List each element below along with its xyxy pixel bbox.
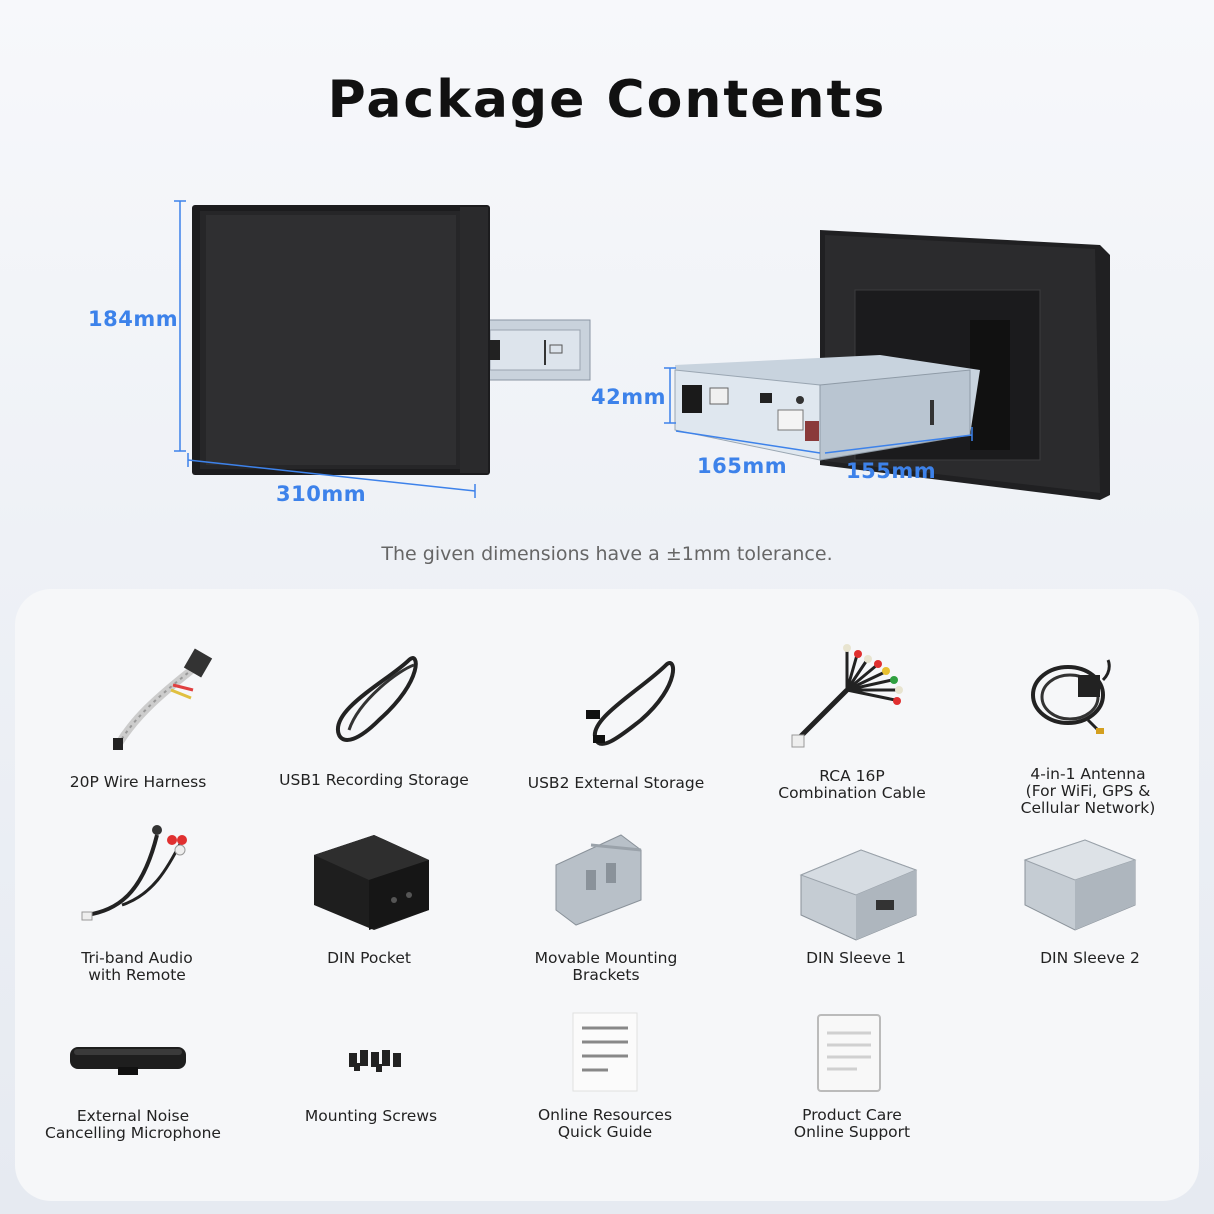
item-label: DIN Sleeve 2 (1040, 949, 1140, 967)
item-label: 20P Wire Harness (69, 773, 207, 791)
screws-icon (349, 1050, 401, 1072)
item-label: USB1 Recording Storage (279, 771, 469, 789)
microphone-icon (70, 1047, 186, 1075)
item-label: RCA 16P Combination Cable (778, 767, 926, 802)
item-label: USB2 External Storage (527, 774, 705, 792)
page-title: Package Contents (327, 70, 887, 130)
head-unit-front-image (192, 205, 591, 475)
din-pocket-icon (314, 835, 429, 930)
rca-cable-icon (791, 644, 903, 748)
usb-cable-icon (335, 656, 418, 742)
item-label: Movable Mounting Brackets (534, 949, 678, 984)
item-label: Online Resources Quick Guide (537, 1106, 673, 1141)
item-label: External Noise Cancelling Microphone (45, 1107, 221, 1142)
item-label: 4-in-1 Antenna (For WiFi, GPS & Cellular… (1020, 765, 1156, 817)
document-icon (817, 1014, 881, 1092)
depth-42-label: 42mm (591, 385, 666, 409)
din-sleeve-icon (799, 849, 918, 941)
item-label: Product Care Online Support (793, 1106, 911, 1141)
item-label: Mounting Screws (304, 1107, 438, 1125)
depth-165-label: 165mm (697, 454, 788, 478)
height-dimension-label: 184mm (88, 307, 179, 331)
depth-155-label: 155mm (846, 459, 937, 483)
tolerance-note: The given dimensions have a ±1mm toleran… (381, 543, 833, 565)
bracket-icon (555, 834, 642, 926)
audio-cable-icon (81, 825, 187, 921)
usb-cable-icon (586, 661, 676, 746)
head-unit-rear-image (674, 230, 1110, 500)
document-icon (572, 1012, 638, 1092)
antenna-icon (1031, 659, 1111, 734)
item-label: DIN Sleeve 1 (806, 949, 906, 967)
wire-harness-icon (113, 648, 213, 750)
dimension-lines-rear (664, 367, 973, 454)
item-label: Tri-band Audio with Remote (81, 949, 193, 984)
item-label: DIN Pocket (327, 949, 411, 967)
width-dimension-label: 310mm (276, 482, 367, 506)
dimension-lines-front (174, 200, 476, 498)
din-sleeve-icon (1023, 839, 1137, 931)
